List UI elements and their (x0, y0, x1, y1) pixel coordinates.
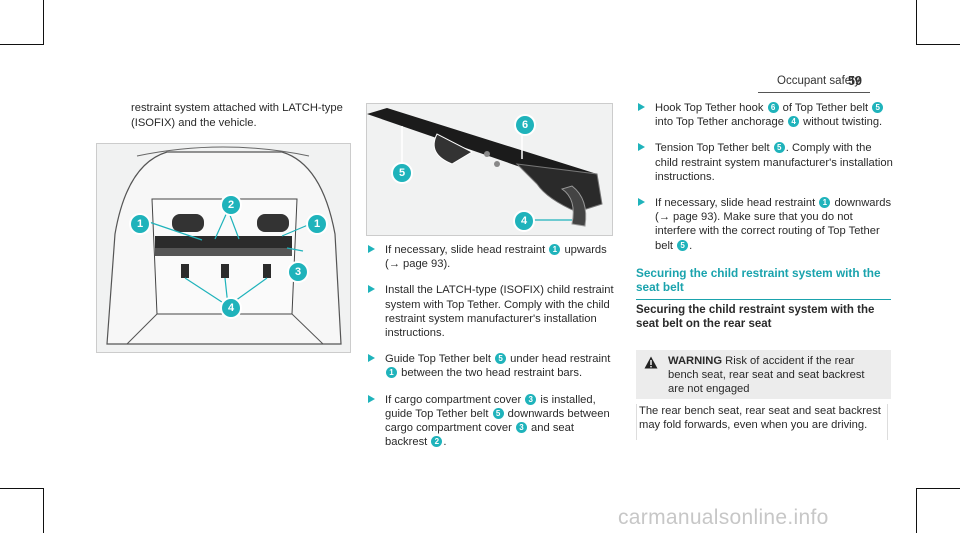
instruction-step: If necessary, slide head restraint 1 dow… (636, 196, 894, 253)
crop-mark (916, 44, 960, 45)
step-arrow-icon (638, 198, 645, 207)
step-text: Hook Top Tether hook (655, 102, 767, 114)
callout-ref: 5 (495, 353, 507, 365)
callout-ref: 6 (767, 102, 779, 113)
step-text: into Top Tether anchorage (655, 116, 788, 129)
callout-4: 4 (220, 297, 242, 319)
callout-1-left: 1 (129, 213, 151, 235)
warning-box: WARNING Risk of accident if the rear ben… (636, 350, 891, 440)
instruction-step: Tension Top Tether belt 5. Comply with t… (636, 141, 894, 184)
step-arrow-icon (368, 354, 375, 363)
steps-middle: If necessary, slide head restraint 1 upw… (366, 243, 618, 461)
callout-ref: 3 (515, 422, 527, 434)
warning-label: WARNING (668, 355, 723, 367)
crop-mark (0, 44, 44, 45)
header-rule (758, 92, 870, 93)
intro-text: restraint system attached with LATCH-typ… (131, 102, 343, 129)
step-text: of Top Tether belt (779, 102, 872, 114)
crop-mark (0, 488, 44, 489)
warning-header-bg (636, 350, 891, 399)
warning-head-text: Risk of accident if the rear bench seat,… (668, 355, 865, 395)
callout-ref: 2 (431, 436, 443, 448)
callout-ref: 5 (492, 407, 504, 419)
step-text: . (689, 239, 693, 252)
steps-right: Hook Top Tether hook 6 of Top Tether bel… (636, 101, 894, 265)
crop-mark (43, 488, 44, 533)
crop-mark (916, 488, 960, 489)
warning-body: The rear bench seat, rear seat and seat … (636, 404, 888, 440)
callout-3: 3 (287, 261, 309, 283)
instruction-step: Guide Top Tether belt 5 under head restr… (366, 352, 618, 380)
step-arrow-icon (368, 285, 375, 294)
callout-6: 6 (514, 114, 536, 136)
callout-ref: 5 (677, 239, 689, 251)
step-text: If necessary, slide head restraint (655, 197, 819, 210)
step-text: . (443, 436, 447, 449)
step-text: upwards (→ page 93). (385, 244, 607, 271)
crop-mark (916, 0, 917, 45)
step-text: downwards between cargo compartment cove… (385, 407, 610, 435)
crop-mark (43, 0, 44, 45)
watermark: carmanualsonline.info (618, 506, 829, 529)
warning-triangle-icon (644, 356, 658, 374)
instruction-step: If necessary, slide head restraint 1 upw… (366, 243, 618, 271)
callout-ref: 5 (773, 142, 785, 154)
step-text: under head restraint (507, 353, 611, 366)
instruction-step: If cargo compartment cover 3 is installe… (366, 393, 618, 450)
step-text: between the two head restraint bars. (398, 367, 583, 380)
step-text: Install the LATCH-type (ISOFIX) child re… (385, 284, 614, 340)
step-text: If necessary, slide head restraint (385, 244, 549, 256)
page-number: 59 (848, 74, 862, 88)
header-title: Occupant safety (777, 75, 861, 87)
callout-ref: 4 (788, 116, 800, 128)
crop-mark (916, 488, 917, 533)
step-text: is installed, guide Top Tether belt (385, 393, 596, 420)
callout-ref: 1 (549, 244, 561, 255)
callout-ref: 1 (819, 197, 831, 209)
callout-5: 5 (391, 162, 413, 184)
step-text: Guide Top Tether belt (385, 353, 495, 366)
instruction-step: Hook Top Tether hook 6 of Top Tether bel… (636, 101, 894, 129)
step-arrow-icon (638, 143, 645, 152)
step-text: downwards (→ page 93). Make sure that yo… (655, 197, 892, 252)
step-text: and seat backrest (385, 422, 574, 449)
step-text: . Comply with the child restraint system… (655, 142, 893, 183)
warning-header: WARNING Risk of accident if the rear ben… (668, 354, 883, 396)
step-text: Tension Top Tether belt (655, 142, 773, 155)
step-text: If cargo compartment cover (385, 393, 525, 406)
step-arrow-icon (368, 245, 375, 253)
subsection-title: Securing the child restraint system with… (636, 304, 875, 330)
callout-1-right: 1 (306, 213, 328, 235)
step-text: without twisting. (800, 116, 883, 129)
top-tether-figure: 6 5 4 (366, 103, 613, 236)
callout-ref: 5 (872, 102, 884, 113)
luggage-compartment-figure: 1 2 1 3 4 (96, 143, 351, 353)
section-rule (636, 299, 891, 300)
step-arrow-icon (368, 394, 375, 403)
callout-4-fig2: 4 (513, 210, 535, 232)
section-title: Securing the child restraint system with… (636, 266, 881, 294)
instruction-step: Install the LATCH-type (ISOFIX) child re… (366, 283, 618, 340)
callout-ref: 1 (386, 367, 397, 379)
callout-2: 2 (220, 194, 242, 216)
callout-ref: 3 (525, 393, 537, 405)
step-arrow-icon (638, 103, 645, 111)
